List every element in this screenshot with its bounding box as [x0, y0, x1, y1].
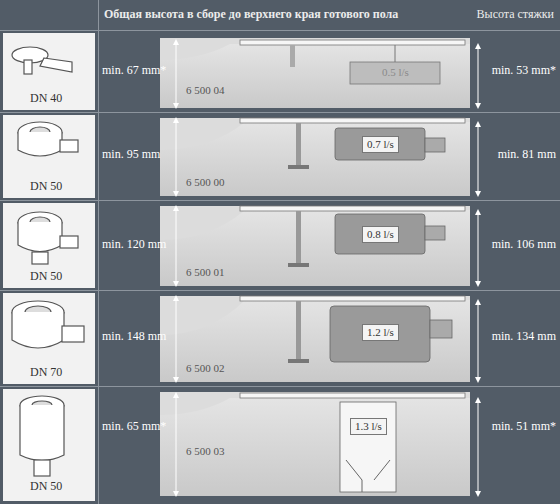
dn-size: DN 50	[30, 180, 62, 194]
screed-height: min. 81 mm	[498, 148, 556, 162]
flow-rate: 0.5 l/s	[382, 66, 409, 79]
flow-rate: 0.8 l/s	[362, 226, 399, 243]
dn-size: DN 70	[30, 366, 62, 380]
total-height: min. 65 mm*	[102, 420, 166, 434]
flow-rate: 0.7 l/s	[362, 136, 399, 153]
dn-size: DN 50	[30, 480, 62, 494]
screed-height: min. 106 mm	[492, 238, 556, 252]
column-header: Высота стяжки	[477, 8, 554, 22]
screed-height: min. 51 mm*	[492, 420, 556, 434]
flow-rate: 1.3 l/s	[350, 418, 387, 435]
dn-size: DN 40	[30, 92, 62, 106]
screed-height: min. 53 mm*	[492, 64, 556, 78]
total-height: min. 120 mm	[102, 238, 166, 252]
screed-height: min. 134 mm	[492, 330, 556, 344]
dn-size: DN 50	[30, 270, 62, 284]
total-height: min. 148 mm	[102, 330, 166, 344]
part-number: 6 500 02	[186, 362, 225, 375]
part-number: 6 500 00	[186, 176, 225, 189]
flow-rate: 1.2 l/s	[362, 324, 399, 341]
part-number: 6 500 04	[186, 84, 225, 97]
total-height: min. 67 mm*	[102, 64, 166, 78]
column-header: Общая высота в сборе до верхнего края го…	[104, 8, 398, 22]
total-height: min. 95 mm	[102, 148, 160, 162]
part-number: 6 500 03	[186, 445, 225, 458]
part-number: 6 500 01	[186, 266, 225, 279]
